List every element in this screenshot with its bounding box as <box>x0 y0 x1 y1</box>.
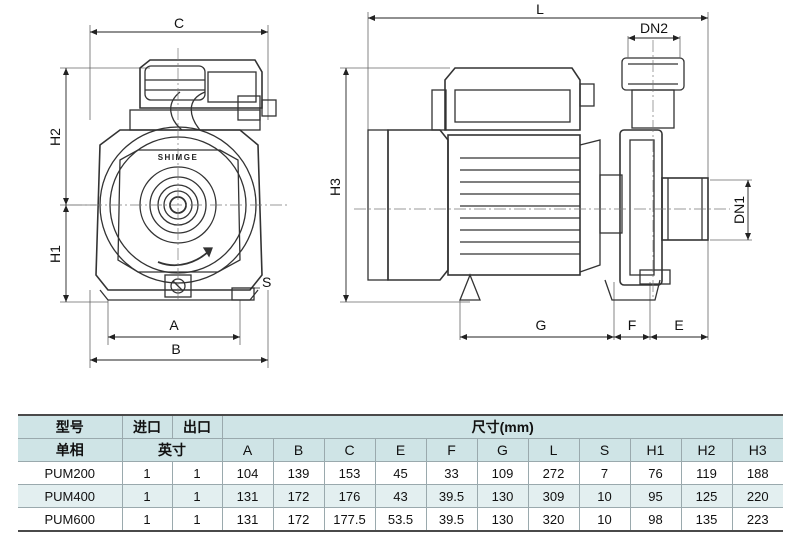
header-outlet: 出口 <box>171 415 223 439</box>
value-cell: 131 <box>221 484 274 508</box>
inlet-cell: 1 <box>121 484 173 508</box>
dim-label-dn2: DN2 <box>640 20 668 36</box>
value-cell: 220 <box>731 484 783 508</box>
value-cell: 104 <box>221 461 274 485</box>
column-header: H3 <box>731 438 783 462</box>
column-header: E <box>374 438 427 462</box>
column-header: H1 <box>629 438 682 462</box>
pump-dimension-drawing: SHIMGE C H2 H1 S A B <box>47 1 752 368</box>
dim-label-h2: H2 <box>47 128 63 146</box>
model-cell: PUM400 <box>18 484 123 508</box>
dim-label-f: F <box>628 317 637 333</box>
dim-label-b: B <box>171 341 180 357</box>
column-header: S <box>578 438 631 462</box>
column-header: A <box>221 438 274 462</box>
front-view <box>60 25 290 368</box>
side-dimensions <box>343 15 751 340</box>
spec-table: 型号 进口 出口 尺寸(mm) 单相 英寸 A B C E F G L S H1… <box>18 414 783 532</box>
side-view <box>340 12 752 340</box>
value-cell: 177.5 <box>323 507 376 531</box>
value-cell: 130 <box>476 507 529 531</box>
value-cell: 272 <box>527 461 580 485</box>
header-inlet: 进口 <box>121 415 173 439</box>
dim-label-h3: H3 <box>327 178 343 196</box>
value-cell: 139 <box>272 461 325 485</box>
value-cell: 76 <box>629 461 682 485</box>
value-cell: 131 <box>221 507 274 531</box>
value-cell: 7 <box>578 461 631 485</box>
value-cell: 10 <box>578 507 631 531</box>
brand-logo: SHIMGE <box>158 153 199 162</box>
value-cell: 39.5 <box>425 484 478 508</box>
model-cell: PUM200 <box>18 461 123 485</box>
column-header: C <box>323 438 376 462</box>
dim-label-dn1: DN1 <box>731 196 747 224</box>
value-cell: 130 <box>476 484 529 508</box>
inlet-cell: 1 <box>121 507 173 531</box>
header-size: 尺寸(mm) <box>221 415 783 439</box>
outlet-cell: 1 <box>171 484 223 508</box>
value-cell: 223 <box>731 507 783 531</box>
column-header: B <box>272 438 325 462</box>
value-cell: 45 <box>374 461 427 485</box>
column-header: G <box>476 438 529 462</box>
column-header: F <box>425 438 478 462</box>
value-cell: 53.5 <box>374 507 427 531</box>
inlet-cell: 1 <box>121 461 173 485</box>
value-cell: 153 <box>323 461 376 485</box>
value-cell: 320 <box>527 507 580 531</box>
header-inch: 英寸 <box>121 438 223 462</box>
value-cell: 43 <box>374 484 427 508</box>
value-cell: 172 <box>272 484 325 508</box>
dim-label-l: L <box>536 1 544 17</box>
column-header: L <box>527 438 580 462</box>
value-cell: 309 <box>527 484 580 508</box>
value-cell: 119 <box>680 461 733 485</box>
table-header-row-2: 单相 英寸 A B C E F G L S H1 H2 H3 <box>18 438 783 462</box>
dim-label-a: A <box>169 317 179 333</box>
table-header-row-1: 型号 进口 出口 尺寸(mm) <box>18 415 783 439</box>
header-model: 型号 <box>18 415 123 439</box>
dim-label-g: G <box>536 317 547 333</box>
dim-label-e: E <box>674 317 683 333</box>
value-cell: 39.5 <box>425 507 478 531</box>
front-dimensions <box>63 29 268 363</box>
value-cell: 135 <box>680 507 733 531</box>
table-row: PUM200 1 1 104 139 153 45 33 109 272 7 7… <box>18 461 783 485</box>
dim-label-c: C <box>174 15 184 31</box>
outlet-cell: 1 <box>171 507 223 531</box>
column-header: H2 <box>680 438 733 462</box>
model-cell: PUM600 <box>18 507 123 531</box>
value-cell: 95 <box>629 484 682 508</box>
value-cell: 33 <box>425 461 478 485</box>
value-cell: 109 <box>476 461 529 485</box>
table-row: PUM400 1 1 131 172 176 43 39.5 130 309 1… <box>18 484 783 508</box>
value-cell: 176 <box>323 484 376 508</box>
value-cell: 172 <box>272 507 325 531</box>
value-cell: 188 <box>731 461 783 485</box>
value-cell: 125 <box>680 484 733 508</box>
header-phase: 单相 <box>18 438 123 462</box>
value-cell: 98 <box>629 507 682 531</box>
dim-label-h1: H1 <box>47 245 63 263</box>
table-row: PUM600 1 1 131 172 177.5 53.5 39.5 130 3… <box>18 507 783 531</box>
value-cell: 10 <box>578 484 631 508</box>
outlet-cell: 1 <box>171 461 223 485</box>
dim-label-s: S <box>262 274 271 290</box>
